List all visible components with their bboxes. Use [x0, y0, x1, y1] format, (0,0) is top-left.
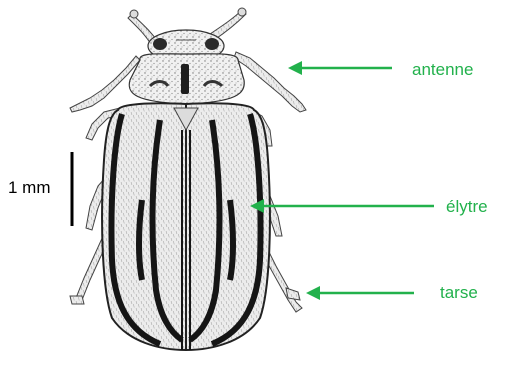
- beetle-pronotum: [129, 54, 244, 104]
- label-tarsus: tarse: [440, 283, 478, 303]
- arrow-antenna: [288, 61, 392, 75]
- beetle-elytra: [102, 103, 270, 350]
- arrow-elytron: [250, 199, 434, 213]
- label-antenna: antenne: [412, 60, 473, 80]
- label-elytron: élytre: [446, 197, 488, 217]
- scale-bar-label: 1 mm: [8, 178, 51, 198]
- arrow-tarsus: [306, 286, 414, 300]
